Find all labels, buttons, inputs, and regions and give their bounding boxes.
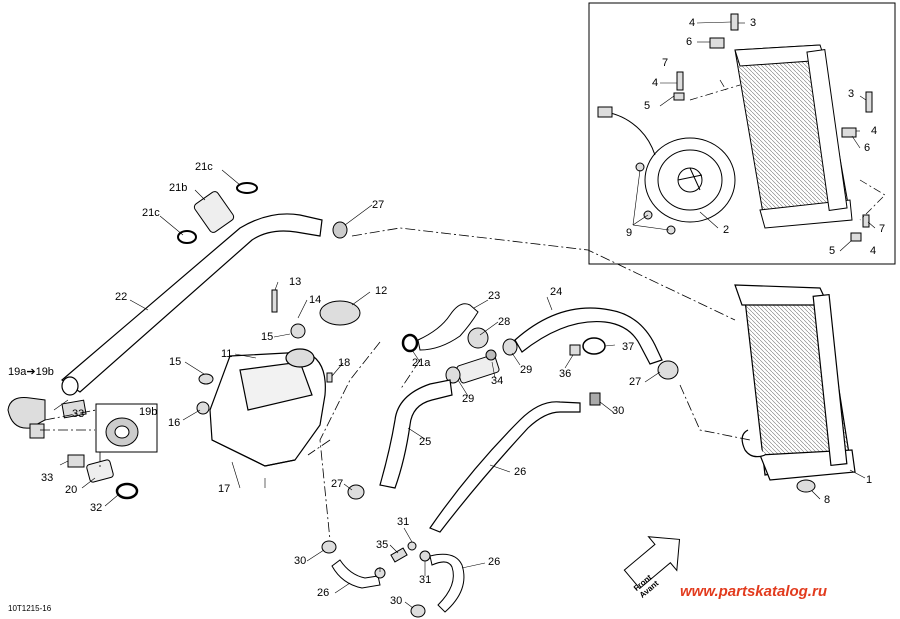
callout-16: 16 — [168, 417, 181, 429]
leader-lines — [53, 169, 866, 609]
callout-24: 24 — [550, 286, 563, 298]
callout-27: 27 — [372, 199, 385, 211]
callout-35: 35 — [376, 539, 389, 551]
callout-4: 4 — [689, 17, 696, 29]
callout-21b: 21b — [169, 182, 188, 194]
callout-6: 6 — [864, 142, 871, 154]
callout-28: 28 — [498, 316, 511, 328]
callout-19a-19b: 19a➔19b — [8, 366, 54, 378]
callout-1: 1 — [866, 474, 873, 486]
callout-30: 30 — [612, 405, 625, 417]
callout-12: 12 — [375, 285, 388, 297]
callout-3: 3 — [848, 88, 855, 100]
callout-33: 33 — [41, 472, 54, 484]
callout-25: 25 — [419, 436, 432, 448]
callout-18: 18 — [338, 357, 351, 369]
inset-radiator — [734, 44, 853, 229]
callout-5: 5 — [829, 245, 836, 257]
callout-23: 23 — [488, 290, 501, 302]
callout-7: 7 — [662, 57, 669, 69]
callout-21c: 21c — [142, 207, 160, 219]
callout-4: 4 — [871, 125, 878, 137]
callout-4: 4 — [870, 245, 877, 257]
callout-19b: 19b — [139, 406, 158, 418]
callout-29: 29 — [462, 393, 475, 405]
inset-box — [588, 2, 896, 265]
callout-7: 7 — [879, 223, 886, 235]
callout-3: 3 — [750, 17, 757, 29]
callout-9: 9 — [626, 227, 633, 239]
callout-26: 26 — [488, 556, 501, 568]
routing-lines — [40, 227, 751, 541]
callout-6: 6 — [686, 36, 693, 48]
callout-26: 26 — [317, 587, 330, 599]
callout-27: 27 — [331, 478, 344, 490]
thermostat-housing — [7, 397, 46, 439]
callout-36: 36 — [559, 368, 572, 380]
main-radiator — [734, 284, 856, 481]
callout-13: 13 — [289, 276, 302, 288]
coolant-tank — [209, 348, 326, 467]
callout-2: 2 — [723, 224, 730, 236]
callout-26: 26 — [514, 466, 527, 478]
inset-fan — [644, 137, 736, 223]
callout-15: 15 — [261, 331, 274, 343]
callout-33: 33 — [72, 408, 85, 420]
front-arrow-shape — [623, 536, 681, 590]
callout-11: 11 — [221, 348, 233, 360]
callout-17: 17 — [218, 483, 231, 495]
callout-31: 31 — [419, 574, 432, 586]
callout-5: 5 — [644, 100, 651, 112]
figure-code: 10T1215-16 — [8, 604, 52, 613]
callout-30: 30 — [294, 555, 307, 567]
watermark: www.partskatalog.ru — [680, 583, 827, 600]
callout-15: 15 — [169, 356, 182, 368]
callout-8: 8 — [824, 494, 831, 506]
callout-30: 30 — [390, 595, 403, 607]
callout-34: 34 — [491, 375, 504, 387]
callout-20: 20 — [65, 484, 78, 496]
callout-21c: 21c — [195, 161, 213, 173]
callout-21a: 21a — [412, 357, 431, 369]
callout-29: 29 — [520, 364, 533, 376]
callout-27: 27 — [629, 376, 642, 388]
hose-22 — [61, 213, 323, 396]
callout-37: 37 — [622, 341, 635, 353]
callout-14: 14 — [309, 294, 322, 306]
inset-fasteners — [635, 13, 873, 242]
callout-32: 32 — [90, 502, 103, 514]
callout-31: 31 — [397, 516, 410, 528]
callout-22: 22 — [115, 291, 128, 303]
callout-4: 4 — [652, 77, 659, 89]
